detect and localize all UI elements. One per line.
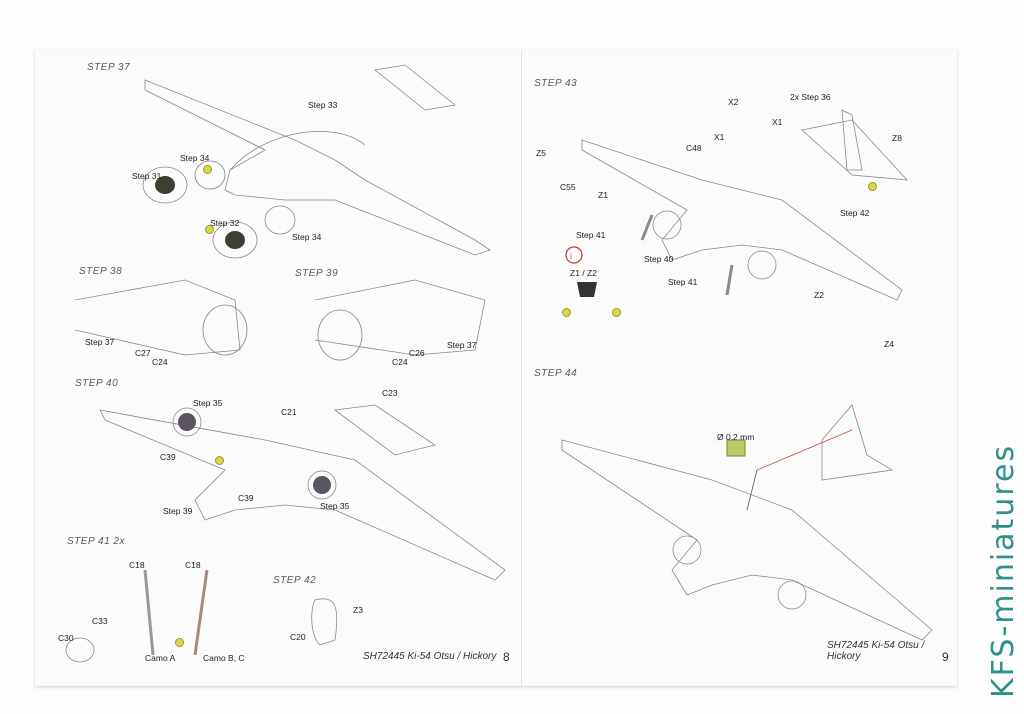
watermark-text: KFS-miniatures: [986, 443, 1021, 698]
page-9-footer: SH72445 Ki-54 Otsu / Hickory: [827, 640, 925, 662]
callout-z8: Z8: [892, 133, 902, 143]
callout-step-31: Step 31: [132, 171, 162, 181]
instruction-sheet: STEP 37 STEP 38 STEP 39 STEP 40 STEP 41 …: [35, 50, 957, 686]
callout-z2: Z2: [814, 290, 824, 300]
step-38-tag: STEP 38: [79, 266, 123, 277]
paint-dot: [612, 308, 621, 317]
paint-dot: [203, 165, 212, 174]
callout-step-41b: Step 41: [668, 277, 698, 287]
page-8-footer: SH72445 Ki-54 Otsu / Hickory: [363, 651, 497, 662]
callout-2x-step-36: 2x Step 36: [790, 92, 831, 102]
callout-step-37a: Step 37: [85, 337, 115, 347]
page-9: STEP 43 STEP 44 i X2 2x Step 36 X1 X1 Z8…: [522, 50, 957, 686]
callout-step-37b: Step 37: [447, 340, 477, 350]
callout-x2: X2: [728, 97, 739, 107]
callout-z5: Z5: [536, 148, 546, 158]
callout-c21: C21: [281, 407, 297, 417]
paint-dot: [215, 456, 224, 465]
callout-step-35a: Step 35: [193, 398, 223, 408]
step-41-tag: STEP 41 2x: [67, 536, 125, 547]
callout-camo-bc: Camo B, C: [203, 653, 245, 663]
callout-c24b: C24: [392, 357, 408, 367]
callout-c33: C33: [92, 616, 108, 626]
step-40-tag: STEP 40: [75, 378, 119, 389]
callout-z3: Z3: [353, 605, 363, 615]
callout-step-39: Step 39: [163, 506, 193, 516]
callout-c23: C23: [382, 388, 398, 398]
callout-c39b: C39: [238, 493, 254, 503]
right-page-line-art: [561, 109, 933, 641]
callout-c26: C26: [409, 348, 425, 358]
step-43-tag: STEP 43: [534, 78, 578, 89]
callout-step-35b: Step 35: [320, 501, 350, 511]
step-37-tag: STEP 37: [87, 62, 131, 73]
callout-c55: C55: [560, 182, 576, 192]
page-8-number: 8: [503, 650, 510, 664]
page-8: STEP 37 STEP 38 STEP 39 STEP 40 STEP 41 …: [35, 50, 522, 686]
callout-c48: C48: [686, 143, 702, 153]
callout-step-33: Step 33: [308, 100, 338, 110]
info-circle: [565, 246, 583, 264]
page-9-number: 9: [942, 650, 949, 664]
callout-c30: C30: [58, 633, 74, 643]
callout-z1-z2: Z1 / Z2: [570, 268, 597, 278]
rigging-icon: [726, 439, 746, 457]
part-z1-z2-shape: [577, 282, 597, 297]
callout-c18b: C18: [185, 560, 201, 570]
step-39-tag: STEP 39: [295, 268, 339, 279]
callout-c39a: C39: [160, 452, 176, 462]
callout-c27: C27: [135, 348, 151, 358]
paint-dot: [175, 638, 184, 647]
callout-step-34a: Step 34: [180, 153, 210, 163]
info-icon-label: i: [570, 251, 572, 261]
callout-step-42: Step 42: [840, 208, 870, 218]
callout-c20: C20: [290, 632, 306, 642]
step-44-tag: STEP 44: [534, 368, 578, 379]
callout-x1b: X1: [772, 117, 783, 127]
callout-camo-a: Camo A: [145, 653, 176, 663]
callout-c24a: C24: [152, 357, 168, 367]
paint-dot: [205, 225, 214, 234]
callout-step-34b: Step 34: [292, 232, 322, 242]
callout-step-32: Step 32: [210, 218, 240, 228]
callout-x1a: X1: [714, 132, 725, 142]
callout-c18a: C18: [129, 560, 145, 570]
callout-rigging-diameter: Ø 0.2 mm: [717, 432, 755, 442]
callout-step-41a: Step 41: [576, 230, 606, 240]
paint-dot: [868, 182, 877, 191]
callout-z1: Z1: [598, 190, 608, 200]
step-42-tag: STEP 42: [273, 575, 317, 586]
callout-step-40: Step 40: [644, 254, 674, 264]
left-page-line-art: [65, 64, 506, 663]
callout-z4: Z4: [884, 339, 894, 349]
watermark: KFS-miniatures: [978, 444, 1021, 700]
paint-dot: [562, 308, 571, 317]
